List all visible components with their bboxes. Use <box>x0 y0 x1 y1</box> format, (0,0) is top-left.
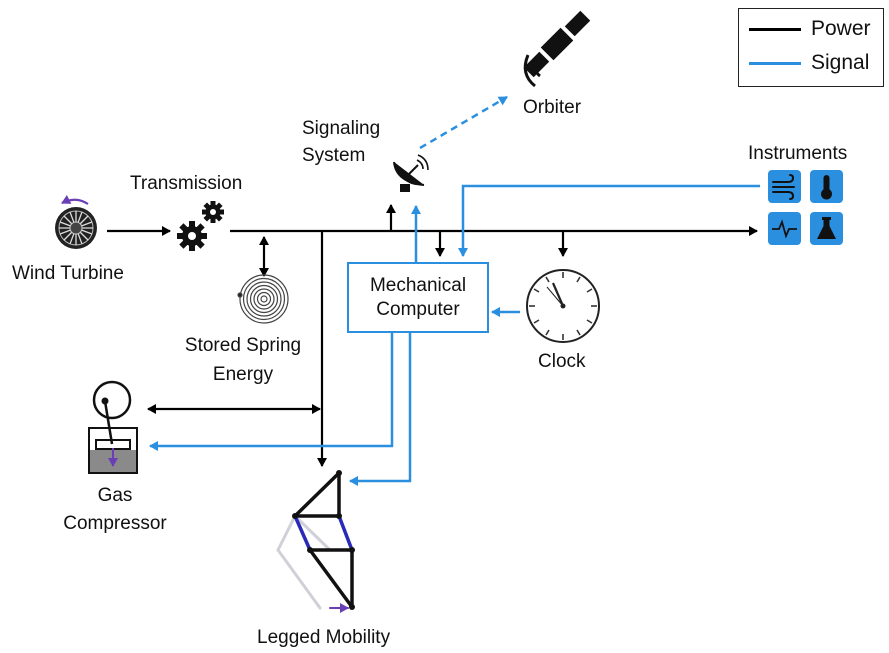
satellite-dish-icon <box>393 154 429 192</box>
transmission-label: Transmission <box>130 173 243 194</box>
mechanical-computer-node: Mechanical Computer <box>347 262 489 333</box>
compressor-icon <box>88 380 138 474</box>
thermometer-icon <box>810 170 843 203</box>
wind-turbine-label: Wind Turbine <box>12 263 124 284</box>
wind-icon <box>768 170 801 203</box>
legend-label-power: Power <box>811 17 871 40</box>
signaling-system-label-line2: System <box>302 145 366 166</box>
mechanical-computer-label-line2: Computer <box>376 298 460 320</box>
signal-computer-to-legs <box>349 333 412 486</box>
spring-spiral-icon <box>237 274 289 324</box>
signal-to-orbiter <box>419 95 508 150</box>
legend-label-signal: Signal <box>811 51 870 74</box>
legged-mobility-label: Legged Mobility <box>257 627 391 648</box>
pulse-icon <box>768 212 801 245</box>
signal-computer-to-compressor <box>149 333 394 451</box>
stored-spring-energy-label-line1: Stored Spring <box>184 335 302 356</box>
signaling-system-label-line1: Signaling <box>302 118 381 139</box>
legged-linkage-icon <box>276 470 355 613</box>
gas-compressor-label-line1: Gas <box>97 485 133 506</box>
clock-icon <box>526 269 600 343</box>
flask-icon <box>810 212 843 245</box>
clock-label: Clock <box>538 351 586 372</box>
mechanical-computer-label-line1: Mechanical <box>369 274 467 296</box>
wind-turbine-icon <box>55 194 97 249</box>
orbiter-label: Orbiter <box>523 97 582 118</box>
legend: Power Signal <box>738 8 884 87</box>
satellite-icon <box>523 10 591 88</box>
instruments-label: Instruments <box>748 143 848 164</box>
gears-icon <box>177 201 224 251</box>
signal-lines <box>149 95 760 486</box>
legend-swatch-power <box>749 28 801 31</box>
stored-spring-energy-label-line2: Energy <box>212 364 274 385</box>
legend-swatch-signal <box>749 62 801 65</box>
signal-instruments-to-computer <box>458 184 760 257</box>
power-lines <box>107 204 758 467</box>
gas-compressor-label-line2: Compressor <box>63 513 167 534</box>
